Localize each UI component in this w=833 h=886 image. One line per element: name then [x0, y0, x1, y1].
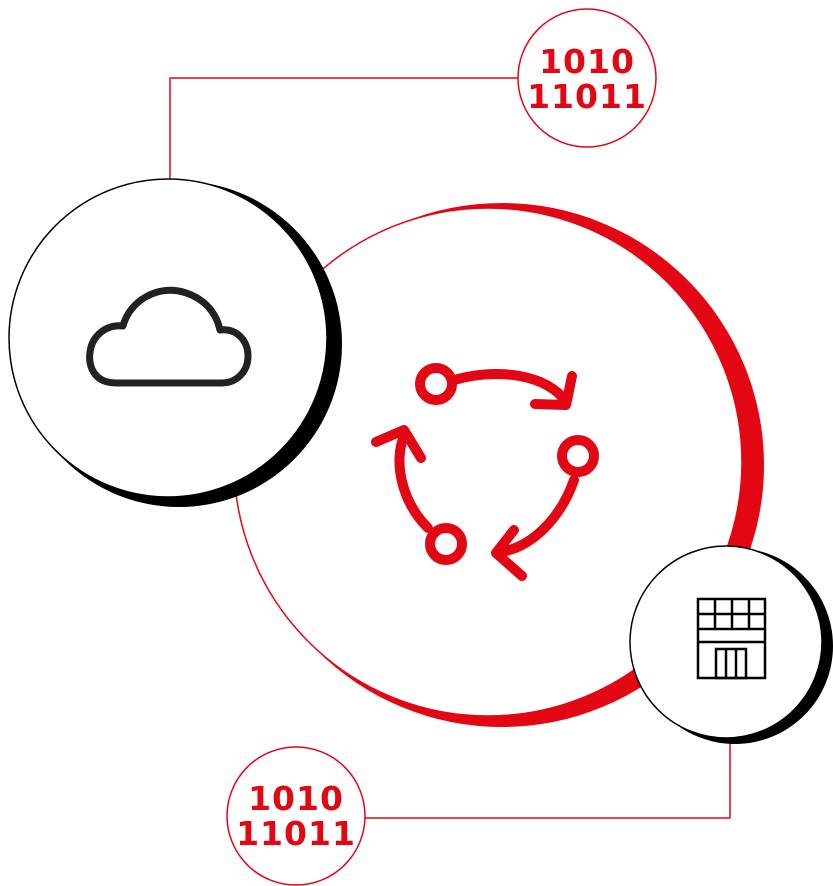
binary-bottom-line2: 11011: [236, 814, 356, 853]
central-circle: [233, 203, 764, 727]
building-circle: [629, 545, 833, 744]
binary-top-line2: 11011: [527, 77, 647, 116]
connector-bottom: [365, 740, 731, 819]
binary-bottom-line1: 1010: [248, 779, 344, 818]
binary-badge-bottom: 1010 11011: [226, 746, 366, 886]
cloud-circle-face: [8, 178, 328, 498]
binary-top-line1: 1010: [539, 42, 635, 81]
building-icon: [696, 597, 767, 680]
sync-cycle-icon: [371, 363, 599, 581]
connector-top: [169, 77, 520, 182]
cloud-circle: [8, 178, 342, 507]
binary-badge-top: 1010 11011: [517, 8, 657, 148]
cloud-icon: [86, 286, 252, 387]
